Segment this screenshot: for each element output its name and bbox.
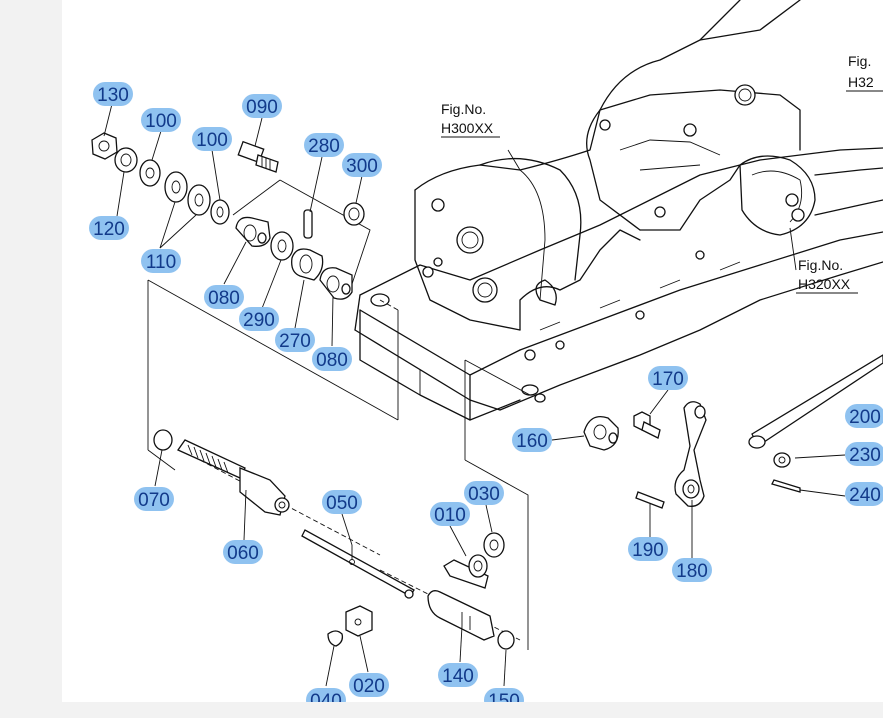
svg-text:280: 280 [308,136,340,157]
svg-text:080: 080 [316,350,348,371]
viewer-bottom-margin [0,702,883,718]
figure-reference-h320: Fig.No. H320XX [796,257,858,294]
callout-040[interactable]: 040 [306,688,346,702]
svg-text:270: 270 [279,331,311,352]
svg-text:080: 080 [208,288,240,309]
svg-text:110: 110 [146,252,176,273]
callout-110[interactable]: 110 [141,249,181,273]
svg-text:300: 300 [346,156,378,177]
callout-050[interactable]: 050 [322,490,362,514]
callout-150[interactable]: 150 [484,688,524,702]
svg-text:100: 100 [196,130,228,151]
fig-ref-line1: Fig.No. [798,257,843,273]
callout-leader-lines [103,103,797,687]
parts-diagram-sheet: Fig.No. H300XX Fig.No. H320XX Fig. H32 1… [62,0,883,702]
callout-230[interactable]: 230 [845,442,883,466]
svg-text:200: 200 [849,407,881,428]
callout-100[interactable]: 100 [141,108,181,132]
transmission-housing [354,0,883,421]
svg-text:170: 170 [652,369,684,390]
svg-text:060: 060 [227,543,259,564]
fig-ref-line1: Fig.No. [441,101,486,117]
callout-300[interactable]: 300 [342,153,382,177]
svg-text:140: 140 [442,666,474,687]
svg-text:070: 070 [138,490,170,511]
svg-text:120: 120 [93,219,125,240]
svg-text:090: 090 [246,97,278,118]
svg-text:010: 010 [434,505,466,526]
fig-ref-line2: H320XX [798,276,851,292]
callout-010[interactable]: 010 [430,502,470,526]
callout-090[interactable]: 090 [242,94,282,118]
callout-180[interactable]: 180 [672,558,712,582]
callout-020[interactable]: 020 [349,673,389,697]
top-washer-stack [91,132,365,300]
callout-170[interactable]: 170 [648,366,688,390]
svg-text:180: 180 [676,561,708,582]
svg-text:160: 160 [516,431,548,452]
callout-240[interactable]: 240 [845,482,883,506]
svg-text:230: 230 [849,445,881,466]
fig-ref-line2: H32 [848,74,874,90]
svg-text:020: 020 [353,676,385,697]
svg-text:130: 130 [97,85,129,106]
svg-text:030: 030 [468,484,500,505]
callout-080[interactable]: 080 [312,347,352,371]
lower-shaft-assembly [153,429,515,650]
svg-text:290: 290 [243,310,275,331]
viewer-left-margin [0,0,62,718]
lever-linkage [583,354,883,509]
callout-140[interactable]: 140 [438,663,478,687]
callout-190[interactable]: 190 [628,537,668,561]
callout-080[interactable]: 080 [204,285,244,309]
svg-text:240: 240 [849,485,881,506]
callout-060[interactable]: 060 [223,540,263,564]
callout-130[interactable]: 130 [93,82,133,106]
svg-text:150: 150 [488,691,520,702]
callout-200[interactable]: 200 [845,404,883,428]
figure-reference-h300: Fig.No. H300XX [441,101,500,138]
svg-text:050: 050 [326,493,358,514]
callout-labels: 130 100 090 100 280 300 120 110 080 290 … [89,82,883,702]
svg-text:100: 100 [145,111,177,132]
callout-030[interactable]: 030 [464,481,504,505]
figure-reference-h32-cropped: Fig. H32 [846,53,883,92]
callout-070[interactable]: 070 [134,487,174,511]
svg-text:190: 190 [632,540,664,561]
callout-280[interactable]: 280 [304,133,344,157]
callout-290[interactable]: 290 [239,307,279,331]
callout-120[interactable]: 120 [89,216,129,240]
svg-text:040: 040 [310,691,342,702]
fig-ref-line1: Fig. [848,53,871,69]
callout-100[interactable]: 100 [192,127,232,151]
callout-160[interactable]: 160 [512,428,552,452]
fig-ref-line2: H300XX [441,120,494,136]
callout-270[interactable]: 270 [275,328,315,352]
exploded-parts-drawing: Fig.No. H300XX Fig.No. H320XX Fig. H32 1… [89,0,883,702]
